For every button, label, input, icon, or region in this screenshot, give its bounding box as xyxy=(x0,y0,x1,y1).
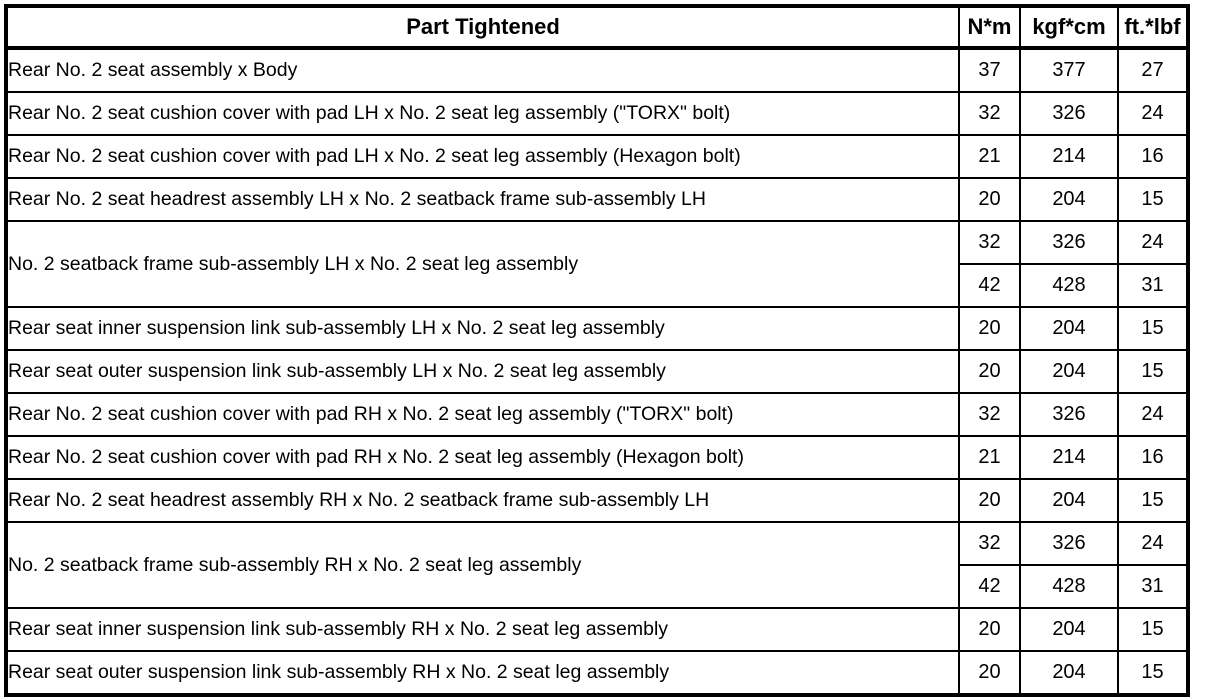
cell-part-tightened: Rear No. 2 seat cushion cover with pad R… xyxy=(5,435,960,480)
table-row: Rear seat inner suspension link sub-asse… xyxy=(5,306,1189,351)
table-row: No. 2 seatback frame sub-assembly RH x N… xyxy=(5,521,1189,609)
cell-value-ftlbf: 15 xyxy=(1117,607,1189,652)
cell-value-nm: 20 xyxy=(958,177,1021,222)
cell-value-kgfcm: 326 xyxy=(1019,392,1119,437)
cell-value-kgfcm: 214 xyxy=(1019,134,1119,179)
cell-value-ftlbf: 24 xyxy=(1117,220,1189,265)
table-row: No. 2 seatback frame sub-assembly LH x N… xyxy=(5,220,1189,308)
cell-value-kgfcm: 204 xyxy=(1019,607,1119,652)
cell-value-nm: 21 xyxy=(958,435,1021,480)
cell-part-tightened: Rear No. 2 seat cushion cover with pad L… xyxy=(5,134,960,179)
cell-value-nm: 20 xyxy=(958,607,1021,652)
cell-value-kgfcm: 204 xyxy=(1019,349,1119,394)
cell-value-nm: 42 xyxy=(958,263,1021,308)
cell-part-tightened: Rear seat outer suspension link sub-asse… xyxy=(5,650,960,696)
cell-part-tightened: Rear No. 2 seat cushion cover with pad R… xyxy=(5,392,960,437)
cell-value-kgfcm: 326 xyxy=(1019,91,1119,136)
cell-value-nm: 32 xyxy=(958,521,1021,566)
cell-part-tightened: Rear seat outer suspension link sub-asse… xyxy=(5,349,960,394)
cell-value-kgfcm: 204 xyxy=(1019,478,1119,523)
cell-part-tightened: Rear No. 2 seat headrest assembly LH x N… xyxy=(5,177,960,222)
cell-value-ftlbf: 15 xyxy=(1117,306,1189,351)
table-row: Rear seat outer suspension link sub-asse… xyxy=(5,349,1189,394)
table-row: Rear No. 2 seat cushion cover with pad L… xyxy=(5,91,1189,136)
cell-value-nm: 32 xyxy=(958,91,1021,136)
table-row: Rear No. 2 seat headrest assembly RH x N… xyxy=(5,478,1189,523)
table-row: Rear seat inner suspension link sub-asse… xyxy=(5,607,1189,652)
table-row: Rear seat outer suspension link sub-asse… xyxy=(5,650,1189,696)
cell-value-ftlbf: 15 xyxy=(1117,650,1189,696)
cell-part-tightened: No. 2 seatback frame sub-assembly LH x N… xyxy=(5,220,960,308)
cell-value-kgfcm: 204 xyxy=(1019,650,1119,696)
column-header-kgfcm: kgf*cm xyxy=(1019,5,1119,50)
table-row: Rear No. 2 seat cushion cover with pad L… xyxy=(5,134,1189,179)
column-header-ftlbf: ft.*lbf xyxy=(1117,5,1189,50)
cell-part-tightened: Rear No. 2 seat cushion cover with pad L… xyxy=(5,91,960,136)
cell-part-tightened: Rear seat inner suspension link sub-asse… xyxy=(5,306,960,351)
cell-value-kgfcm: 326 xyxy=(1019,521,1119,566)
table-row: Rear No. 2 seat cushion cover with pad R… xyxy=(5,435,1189,480)
cell-value-ftlbf: 16 xyxy=(1117,134,1189,179)
cell-value-ftlbf: 31 xyxy=(1117,263,1189,308)
cell-value-kgfcm: 204 xyxy=(1019,306,1119,351)
cell-value-nm: 32 xyxy=(958,220,1021,265)
cell-value-ftlbf: 31 xyxy=(1117,564,1189,609)
table-header-row: Part Tightened N*m kgf*cm ft.*lbf xyxy=(5,5,1189,50)
torque-specification-table: Part Tightened N*m kgf*cm ft.*lbf Rear N… xyxy=(4,4,1190,697)
cell-part-tightened: No. 2 seatback frame sub-assembly RH x N… xyxy=(5,521,960,609)
cell-value-kgfcm: 428 xyxy=(1019,263,1119,308)
cell-value-ftlbf: 24 xyxy=(1117,521,1189,566)
cell-value-ftlbf: 15 xyxy=(1117,478,1189,523)
cell-part-tightened: Rear No. 2 seat headrest assembly RH x N… xyxy=(5,478,960,523)
cell-value-kgfcm: 428 xyxy=(1019,564,1119,609)
cell-value-nm: 32 xyxy=(958,392,1021,437)
cell-value-kgfcm: 204 xyxy=(1019,177,1119,222)
cell-value-ftlbf: 15 xyxy=(1117,177,1189,222)
table-header: Part Tightened N*m kgf*cm ft.*lbf xyxy=(5,5,1189,50)
cell-value-nm: 20 xyxy=(958,349,1021,394)
cell-part-tightened: Rear seat inner suspension link sub-asse… xyxy=(5,607,960,652)
cell-value-nm: 21 xyxy=(958,134,1021,179)
table-row: Rear No. 2 seat cushion cover with pad R… xyxy=(5,392,1189,437)
cell-value-kgfcm: 326 xyxy=(1019,220,1119,265)
column-header-part-tightened: Part Tightened xyxy=(5,5,960,50)
cell-value-ftlbf: 15 xyxy=(1117,349,1189,394)
cell-value-ftlbf: 24 xyxy=(1117,392,1189,437)
cell-value-nm: 42 xyxy=(958,564,1021,609)
cell-value-nm: 20 xyxy=(958,650,1021,696)
cell-value-ftlbf: 24 xyxy=(1117,91,1189,136)
cell-value-nm: 20 xyxy=(958,306,1021,351)
cell-value-nm: 20 xyxy=(958,478,1021,523)
cell-part-tightened: Rear No. 2 seat assembly x Body xyxy=(5,47,960,93)
cell-value-nm: 37 xyxy=(958,47,1021,93)
cell-value-ftlbf: 27 xyxy=(1117,47,1189,93)
column-header-nm: N*m xyxy=(958,5,1021,50)
cell-value-kgfcm: 214 xyxy=(1019,435,1119,480)
table-row: Rear No. 2 seat headrest assembly LH x N… xyxy=(5,177,1189,222)
cell-value-ftlbf: 16 xyxy=(1117,435,1189,480)
cell-value-kgfcm: 377 xyxy=(1019,47,1119,93)
